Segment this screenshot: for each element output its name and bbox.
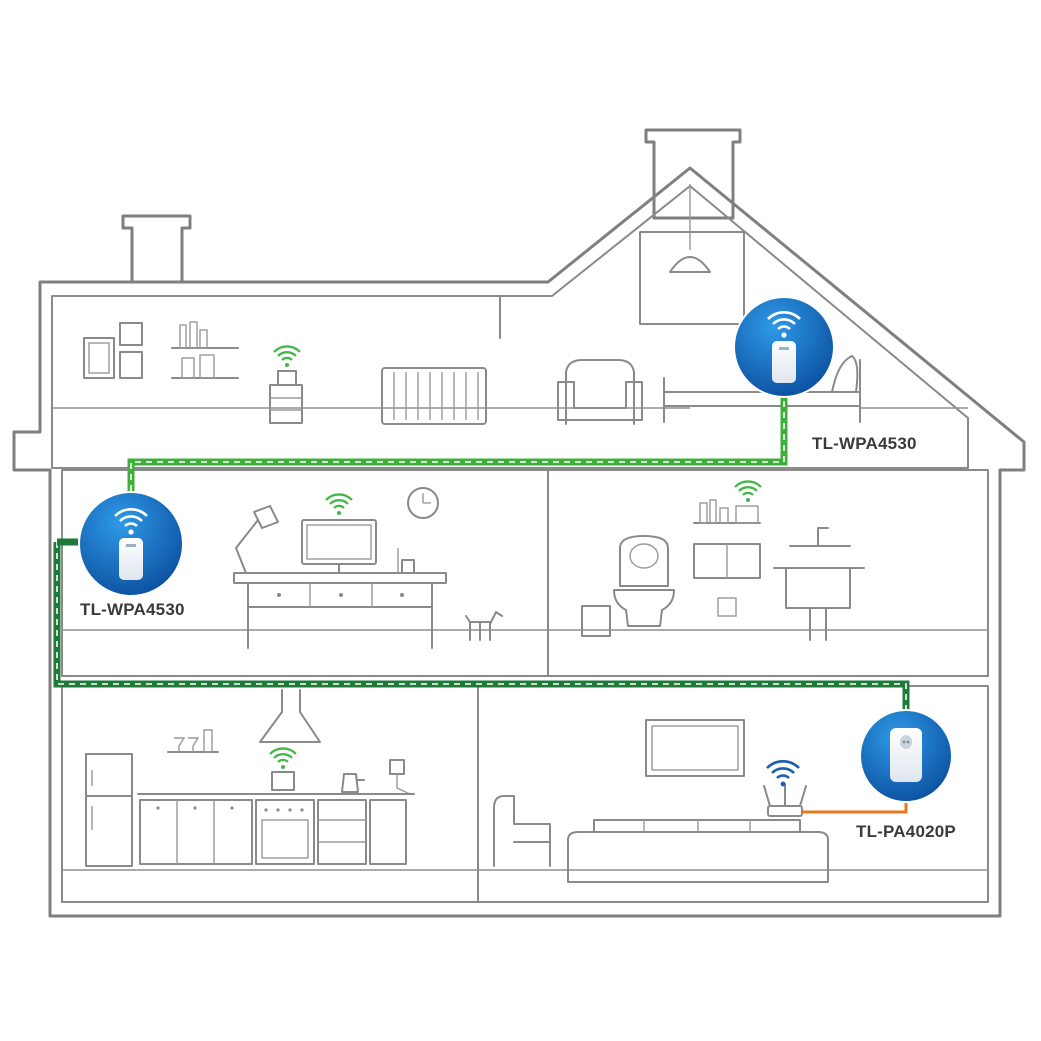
powerline-extender-badge[interactable] [78, 491, 184, 597]
picture-frame [119, 322, 143, 346]
kitchen-counter [137, 793, 415, 865]
wifi-signal-icon [114, 508, 148, 535]
wall-clock [407, 487, 439, 519]
wifi-signal-icon [767, 311, 801, 338]
toilet [613, 535, 675, 627]
wifi-signal-icon [273, 345, 301, 367]
device-label-office: TL-WPA4530 [80, 600, 185, 619]
armchair [493, 795, 551, 867]
refrigerator [85, 753, 133, 867]
trash-bin [581, 605, 611, 637]
washbasin [773, 527, 865, 641]
range-hood [259, 689, 321, 743]
wifi-signal-icon [269, 747, 297, 769]
bathroom-shelf [693, 499, 761, 524]
computer-monitor [301, 519, 377, 574]
wifi-router [763, 783, 807, 817]
wall-shelf [171, 321, 239, 379]
kettle [341, 773, 365, 793]
powerline-connection [53, 390, 910, 716]
attic-room [83, 184, 861, 425]
kitchen-appliance [271, 771, 295, 791]
bathroom-room [581, 480, 865, 641]
desk [233, 572, 447, 649]
radiator [381, 367, 487, 425]
attic-window [639, 184, 745, 325]
device-label-living: TL-PA4020P [856, 822, 956, 841]
pen-holder [397, 548, 415, 574]
desk-lamp [235, 505, 279, 574]
office-room [233, 487, 503, 649]
wifi-signal-icon [734, 480, 762, 502]
powerline-adapter-badge[interactable] [859, 709, 953, 803]
wall-outlet [389, 759, 405, 775]
glass-shelf [167, 729, 219, 753]
armchair [557, 359, 643, 425]
wifi-signal-icon [766, 760, 800, 787]
dog-figure [465, 611, 503, 641]
kitchen-room [85, 689, 415, 867]
device-label-attic: TL-WPA4530 [812, 434, 917, 453]
wifi-signal-icon [325, 493, 353, 515]
living-room [493, 719, 908, 883]
picture-frame [83, 337, 115, 379]
wall-picture [645, 719, 745, 777]
powerline-extender-badge[interactable] [733, 296, 835, 398]
bathroom-cabinet [693, 543, 761, 617]
picture-frame [119, 351, 143, 379]
sofa [567, 819, 829, 883]
side-cabinet [269, 370, 303, 424]
